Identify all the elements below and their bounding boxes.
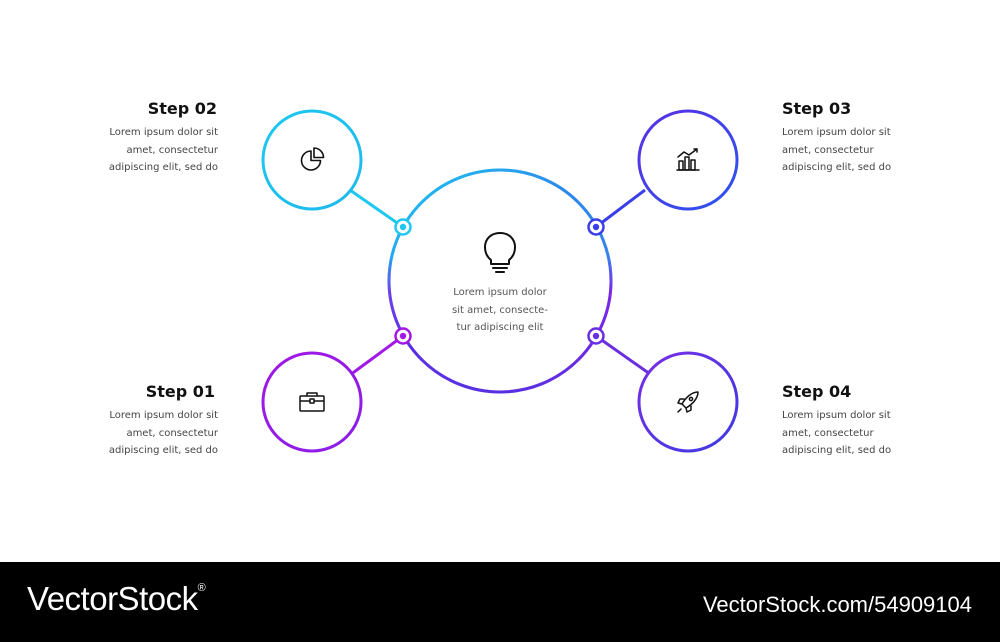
step-02-desc-line: adipiscing elit, sed do [108,162,218,173]
center-desc-line: sit amet, consecte- [452,304,548,316]
node-step-04 [587,327,605,345]
connector-step-01 [349,334,404,377]
step-04-desc-line: Lorem ipsum dolor sit [782,410,891,421]
step-04-description: Lorem ipsum dolor sit amet, consectetur … [782,407,891,460]
center-description: Lorem ipsum dolor sit amet, consecte- tu… [430,284,570,337]
step-01-title: Step 01 [145,382,215,401]
lightbulb-icon [484,232,516,273]
rocket-icon [677,391,699,413]
pie-chart-icon [300,147,325,171]
center-desc-line: tur adipiscing elit [456,322,544,333]
briefcase-icon [299,392,325,412]
watermark-footer: VectorStock® VectorStock.com/54909104 [0,562,1000,642]
center-circle-right-tint [387,168,613,394]
vectorstock-logo: VectorStock® [27,580,206,618]
step-02-description: Lorem ipsum dolor sit amet, consectetur … [109,124,218,177]
step-03-description: Lorem ipsum dolor sit amet, consectetur … [782,124,891,177]
step-04-circle [637,351,739,453]
step-01-desc-line: adipiscing elit, sed do [108,445,218,456]
image-reference: VectorStock.com/54909104 [702,592,972,617]
step-03-circle [637,109,739,211]
step-01-description: Lorem ipsum dolor sit amet, consectetur … [109,407,218,460]
step-03-desc-line: Lorem ipsum dolor sit [782,127,891,138]
brand-name: VectorStock [27,580,198,617]
step-01-desc-line: amet, consectetur [126,427,218,439]
node-step-02 [394,218,412,236]
connector-step-04 [595,334,651,376]
infographic-diagram [261,109,739,453]
step-02-desc-line: amet, consectetur [126,144,218,156]
connector-step-03 [595,188,646,229]
step-04-title: Step 04 [782,382,852,401]
registered-mark: ® [197,582,206,594]
step-03-title: Step 03 [782,99,852,118]
connector-step-02 [346,186,404,229]
node-step-03 [587,218,605,236]
node-step-01 [394,327,412,345]
step-04-desc-line: amet, consectetur [782,427,874,439]
step-04-desc-line: adipiscing elit, sed do [782,445,892,456]
step-02-desc-line: Lorem ipsum dolor sit [109,127,218,138]
step-02-title: Step 02 [147,99,217,118]
step-03-desc-line: adipiscing elit, sed do [782,162,892,173]
step-03-desc-line: amet, consectetur [782,144,874,156]
bar-chart-icon [676,148,700,171]
step-01-desc-line: Lorem ipsum dolor sit [109,410,218,421]
center-desc-line: Lorem ipsum dolor [453,287,547,298]
